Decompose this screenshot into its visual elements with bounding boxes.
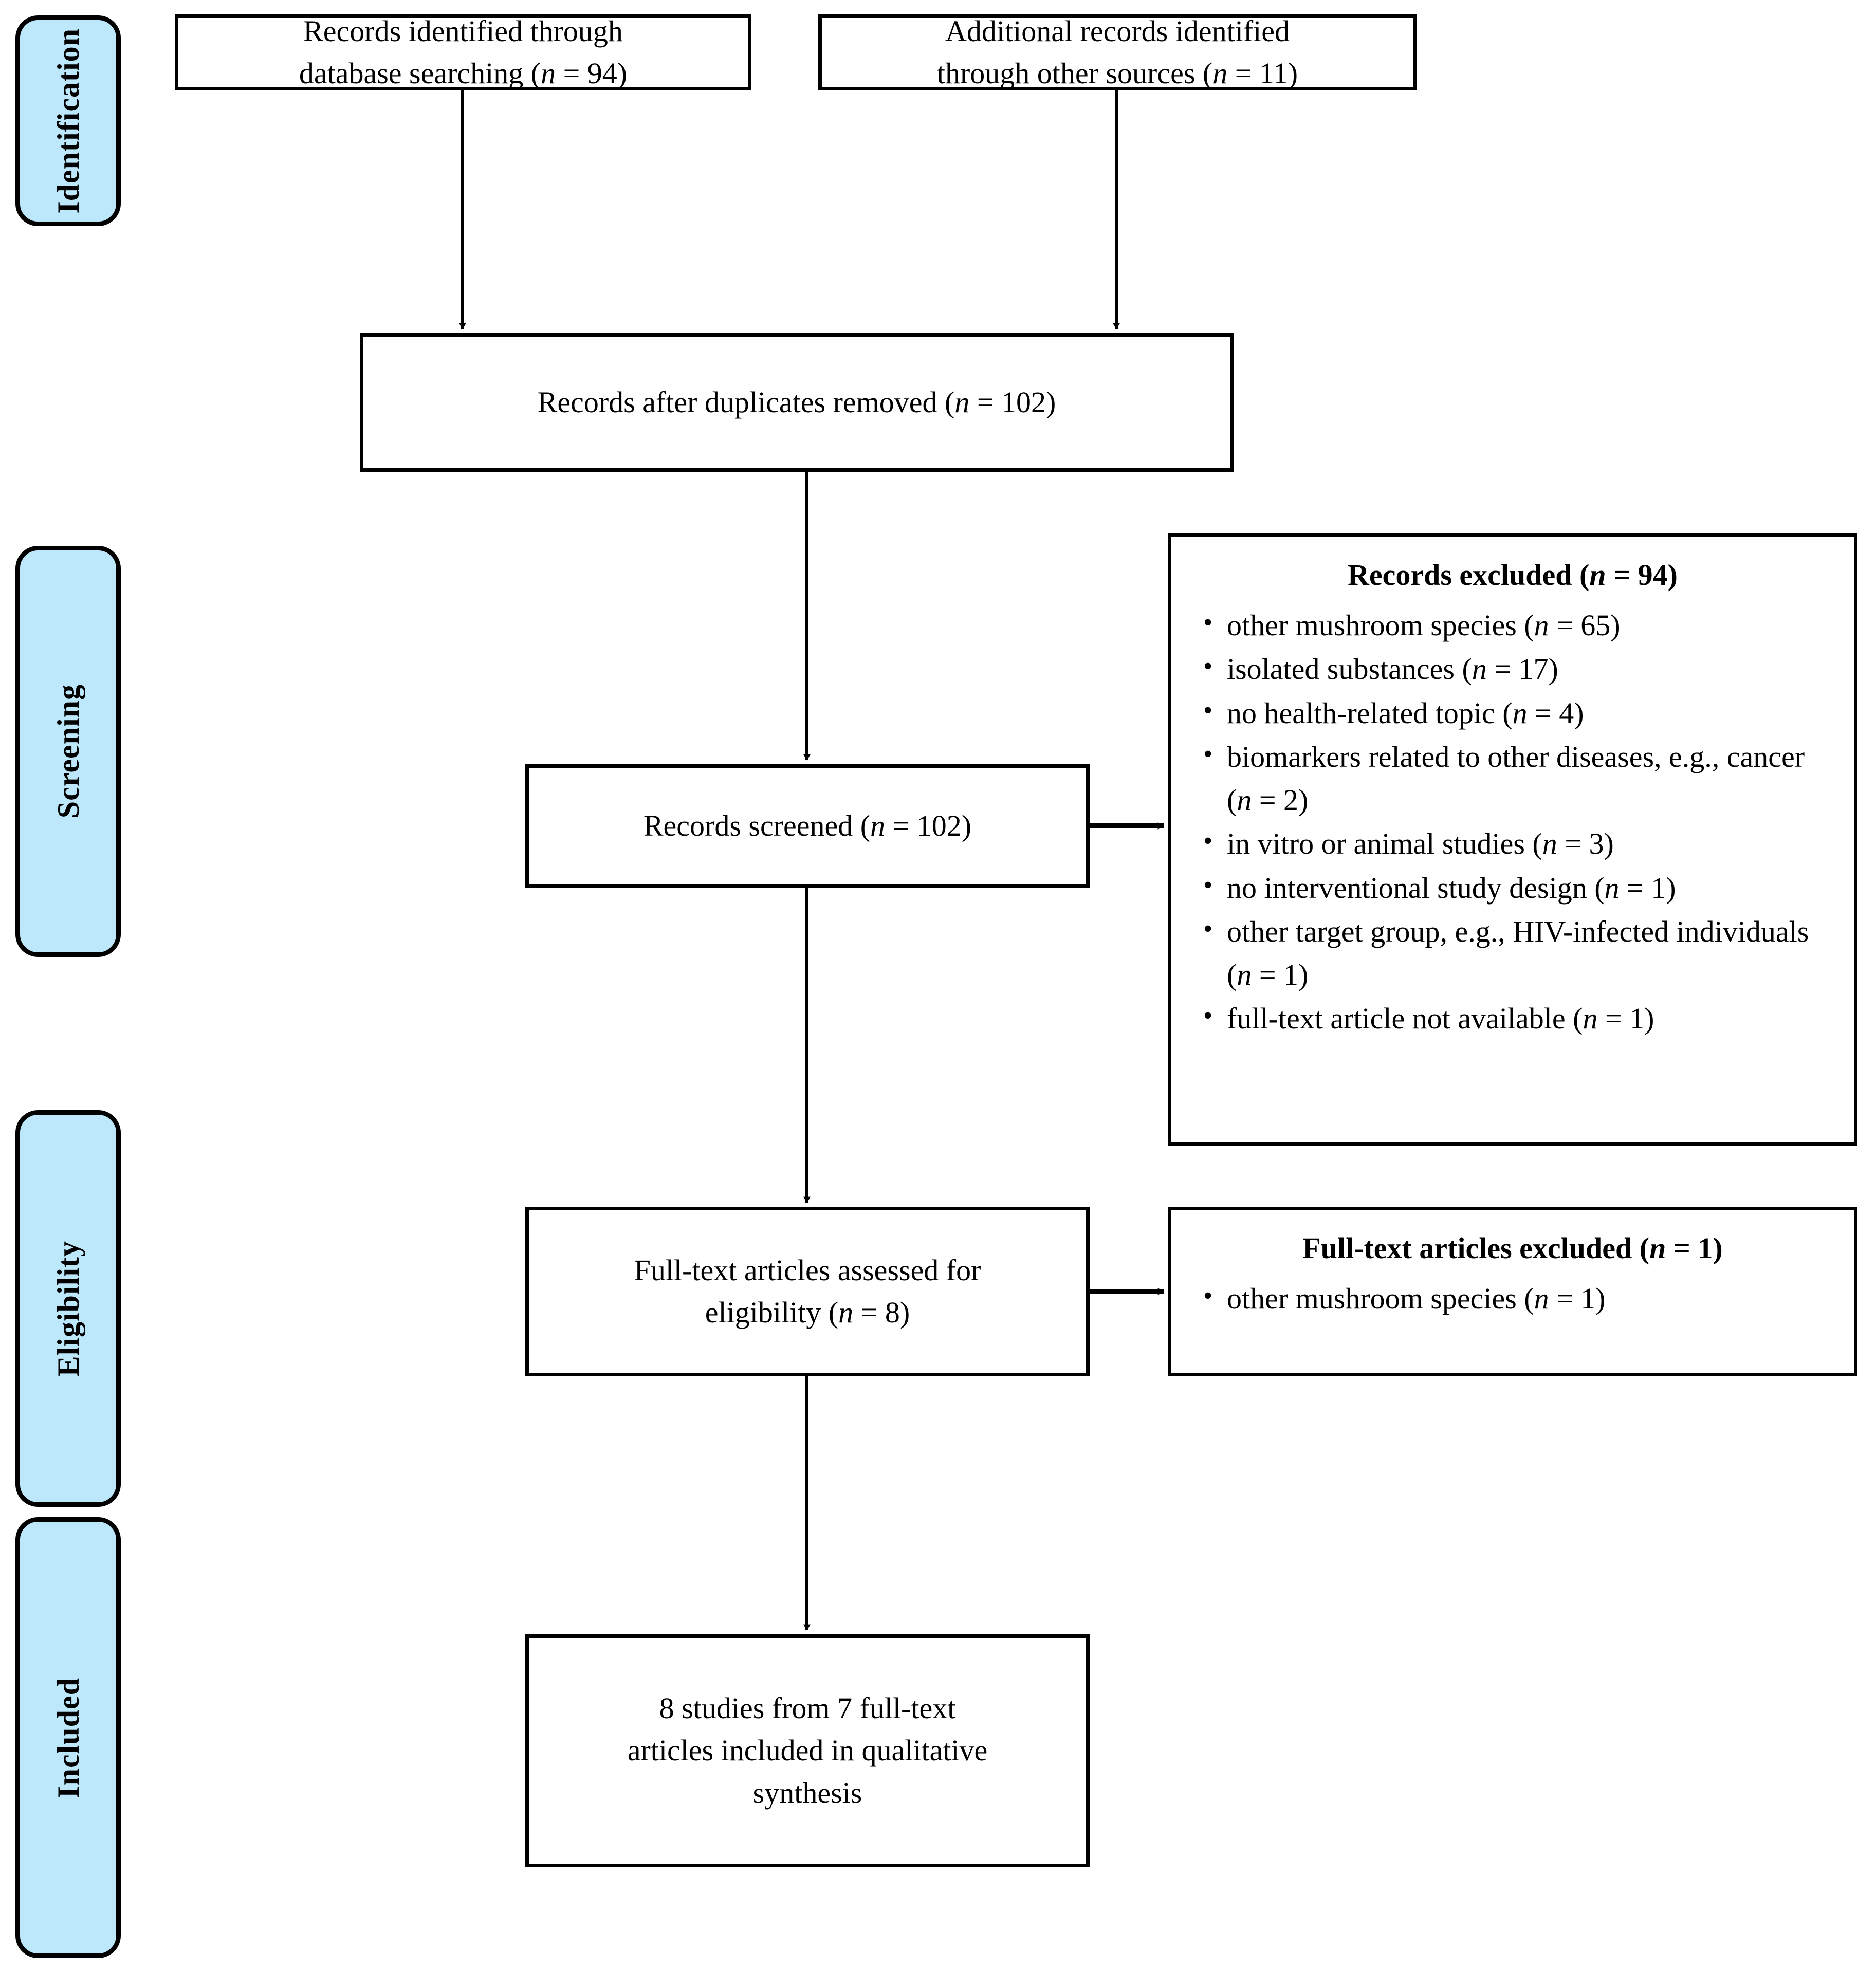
box-fulltext-line2: eligibility (n = 8) [705,1292,910,1334]
panel-fulltext-excluded-heading-post: = 1) [1666,1231,1723,1265]
box-other-src-line2-n: n [1212,57,1228,90]
phase-label-screening: Screening [15,546,121,957]
box-included-line2: articles included in qualitative [627,1734,988,1767]
box-screened-n: n [870,808,886,842]
box-records-after-duplicates-removed: Records after duplicates removed (n = 10… [360,333,1234,472]
phase-label-included: Included [15,1517,121,1958]
panel-fulltext-excluded-heading-pre: Full-text articles excluded ( [1302,1231,1650,1265]
phase-label-included-text: Included [51,1677,85,1798]
list-item: other target group, e.g., HIV-infected i… [1203,910,1836,996]
box-fulltext-line2-n: n [838,1296,854,1329]
panel-records-excluded-heading-post: = 94) [1606,558,1678,592]
box-db-search-line2: database searching (n = 94) [299,52,627,95]
list-item: biomarkers related to other diseases, e.… [1203,735,1836,821]
box-other-src-line2-post: = 11) [1227,57,1298,90]
panel-records-excluded-list: other mushroom species (n = 65) isolated… [1189,604,1836,1040]
list-item: isolated substances (n = 17) [1203,648,1836,691]
box-other-src-line1: Additional records identified [945,14,1290,48]
list-item: no health-related topic (n = 4) [1203,692,1836,735]
box-studies-included-qualitative-synthesis: 8 studies from 7 full-text articles incl… [525,1634,1090,1867]
panel-fulltext-articles-excluded: Full-text articles excluded (n = 1) othe… [1168,1207,1857,1376]
box-screened-pre: Records screened ( [643,808,871,842]
box-fulltext-line2-post: = 8) [853,1296,910,1329]
box-duplicates-n: n [954,385,970,419]
phase-label-screening-text: Screening [51,684,85,819]
panel-records-excluded-heading-n: n [1589,558,1606,592]
box-duplicates-pre: Records after duplicates removed ( [537,385,955,419]
panel-records-excluded: Records excluded (n = 94) other mushroom… [1168,533,1857,1146]
list-item: no interventional study design (n = 1) [1203,867,1836,910]
list-item: in vitro or animal studies (n = 3) [1203,822,1836,865]
box-duplicates-text: Records after duplicates removed (n = 10… [538,381,1056,423]
panel-records-excluded-heading-pre: Records excluded ( [1347,558,1590,592]
phase-label-identification: Identification [15,15,121,226]
box-db-search-line2-pre: database searching ( [299,57,541,90]
box-screened-text: Records screened (n = 102) [643,805,971,847]
box-other-src-line2-pre: through other sources ( [936,57,1213,90]
box-records-identified-database: Records identified through database sear… [175,14,751,90]
box-fulltext-line2-pre: eligibility ( [705,1296,839,1329]
list-item: other mushroom species (n = 65) [1203,604,1836,647]
box-screened-post: = 102) [885,808,972,842]
panel-records-excluded-heading: Records excluded (n = 94) [1189,554,1836,597]
box-records-identified-other-sources: Additional records identified through ot… [818,14,1417,90]
box-db-search-line1: Records identified through [303,14,623,48]
box-included-line3: synthesis [752,1776,862,1810]
box-fulltext-line1: Full-text articles assessed for [634,1253,981,1287]
box-duplicates-post: = 102) [969,385,1056,419]
box-fulltext-assessed-eligibility: Full-text articles assessed for eligibil… [525,1207,1090,1376]
panel-fulltext-excluded-heading-n: n [1649,1231,1666,1265]
box-db-search-line2-post: = 94) [556,57,628,90]
phase-label-eligibility: Eligibility [15,1110,121,1507]
box-records-screened: Records screened (n = 102) [525,764,1090,888]
phase-label-eligibility-text: Eligibility [51,1240,85,1377]
list-item: full-text article not available (n = 1) [1203,997,1836,1040]
box-included-line1: 8 studies from 7 full-text [659,1691,956,1725]
box-db-search-line2-n: n [541,57,556,90]
box-other-src-line2: through other sources (n = 11) [937,52,1298,95]
panel-fulltext-excluded-list: other mushroom species (n = 1) [1189,1277,1836,1320]
list-item: other mushroom species (n = 1) [1203,1277,1836,1320]
panel-fulltext-excluded-heading: Full-text articles excluded (n = 1) [1189,1227,1836,1270]
phase-label-identification-text: Identification [51,28,85,214]
